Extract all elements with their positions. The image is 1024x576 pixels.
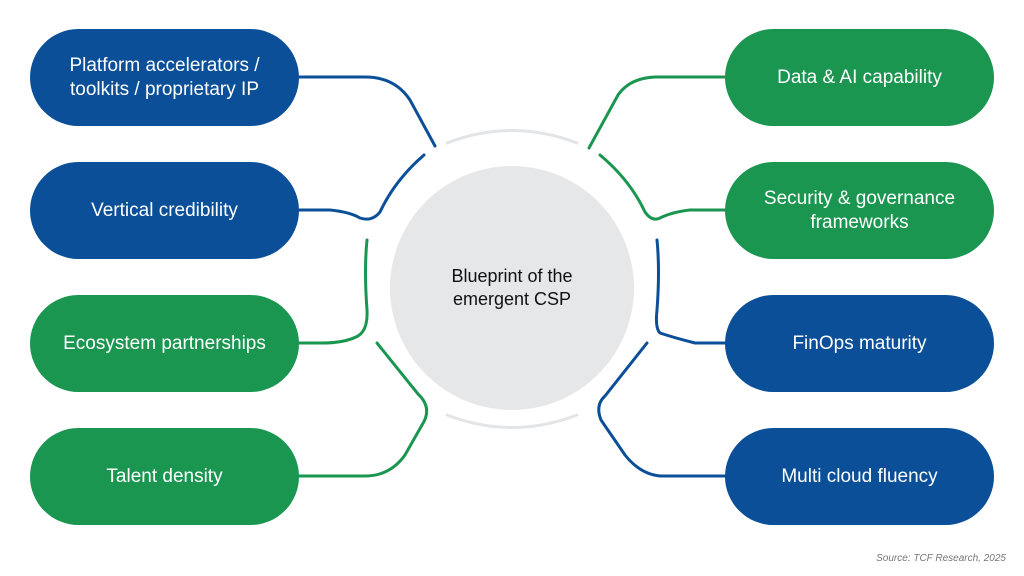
pill-talent-density: Talent density xyxy=(30,428,299,525)
pill-ecosystem-partnerships: Ecosystem partnerships xyxy=(30,295,299,392)
pill-label: Ecosystem partnerships xyxy=(63,332,266,354)
connector-right-2 xyxy=(598,153,727,221)
connector-left-4 xyxy=(297,341,429,478)
pill-label: FinOps maturity xyxy=(792,332,927,354)
pill-label-line1: Platform accelerators / xyxy=(69,54,260,76)
connector-right-4 xyxy=(597,341,727,478)
pill-label: Data & AI capability xyxy=(777,66,942,88)
pill-label-line1: Security & governance xyxy=(763,187,956,209)
pill-finops-maturity: FinOps maturity xyxy=(725,295,994,392)
pill-label: Multi cloud fluency xyxy=(781,465,938,487)
connector-left-2 xyxy=(297,153,426,221)
hub-title-line2: emergent CSP xyxy=(452,289,572,309)
connector-right-1 xyxy=(587,75,727,150)
pill-label-line2: frameworks xyxy=(810,211,909,233)
pill-data-ai-capability: Data & AI capability xyxy=(725,29,994,126)
connector-left-3 xyxy=(297,238,369,345)
connector-right-3 xyxy=(654,238,727,345)
pill-security-governance: Security & governance frameworks xyxy=(725,162,994,259)
pill-vertical-credibility: Vertical credibility xyxy=(30,162,299,259)
pill-multi-cloud-fluency: Multi cloud fluency xyxy=(725,428,994,525)
pill-label: Talent density xyxy=(106,465,223,487)
pill-label-line2: toolkits / proprietary IP xyxy=(69,78,259,100)
ring-arc-top xyxy=(445,129,579,145)
ring-arc-bottom xyxy=(445,413,579,429)
connector-left-1 xyxy=(297,75,437,148)
pill-platform-accelerators: Platform accelerators / toolkits / propr… xyxy=(30,29,299,126)
pill-label: Vertical credibility xyxy=(91,199,238,221)
source-note: Source: TCF Research, 2025 xyxy=(876,553,1006,564)
center-hub: Blueprint of the emergent CSP xyxy=(390,166,634,410)
hub-title-line1: Blueprint of the xyxy=(451,266,573,286)
